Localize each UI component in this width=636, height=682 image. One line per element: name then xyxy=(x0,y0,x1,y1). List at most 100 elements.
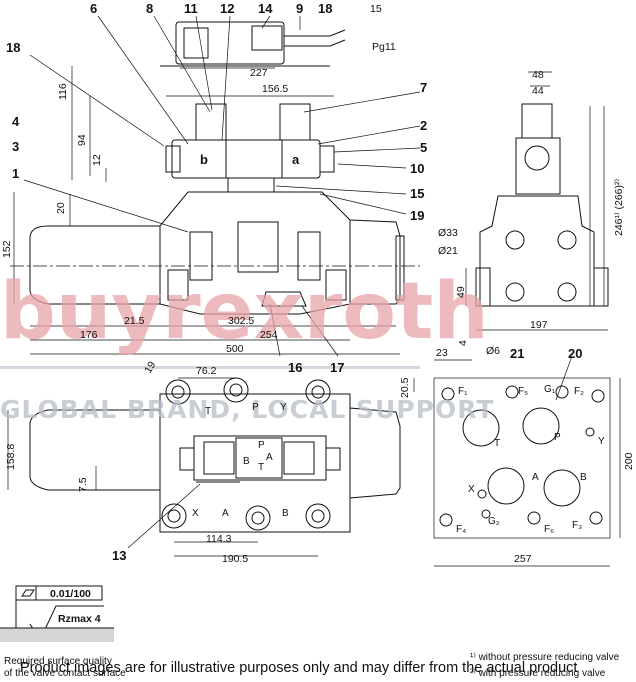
dim-76-2: 76.2 xyxy=(196,365,217,377)
dim-190-5: 190.5 xyxy=(222,553,248,565)
plan-port-t: T xyxy=(205,406,211,417)
plan-view xyxy=(7,377,401,557)
pilot-port-b: B xyxy=(243,456,250,467)
plan-port-y: Y xyxy=(280,402,287,413)
callout-16: 16 xyxy=(288,360,302,375)
dim-15: 15 xyxy=(370,3,382,15)
dim-pg11: Pg11 xyxy=(372,41,396,53)
dim-257: 257 xyxy=(514,553,532,565)
callout-8: 8 xyxy=(146,1,153,16)
watermark-tagline: GLOBAL BRAND, LOCAL SUPPORT xyxy=(0,395,494,424)
sub-port-g2: G₂ xyxy=(488,516,500,527)
watermark-brand: buyrexroth xyxy=(0,267,489,357)
dim-114-3: 114.3 xyxy=(206,533,232,545)
dim-23: 23 xyxy=(436,347,448,359)
side-dimension-lines xyxy=(10,66,420,355)
dim-254: 254 xyxy=(260,329,278,341)
subplate-labels: 23 4 20.5 200 257 F₁ F₅ G₁ F₂ T P X A B … xyxy=(399,340,635,565)
end-dimensions: 48 44 246¹⁾ (266)²⁾ Ø33 Ø21 49 197 Ø6 xyxy=(438,69,625,357)
callout-numbers: 1 2 3 4 5 6 7 8 9 10 11 12 13 14 15 16 1… xyxy=(6,1,582,563)
dim-156-5: 156.5 xyxy=(262,83,288,95)
surface-caption-1: Required surface quality xyxy=(4,656,112,667)
plan-dimensions: 19 76.2 158.8 7.5 114.3 190.5 P Y X A B … xyxy=(5,152,300,565)
callout-18-left: 18 xyxy=(6,40,20,55)
dim-152: 152 xyxy=(1,240,13,258)
plan-port-p: P xyxy=(252,402,259,413)
dim-d21: Ø21 xyxy=(438,245,458,257)
sub-port-y: Y xyxy=(598,436,605,447)
sub-port-a: A xyxy=(532,472,539,483)
surface-quality: 0.01/100 Rzmax 4 Required surface qualit… xyxy=(4,588,126,679)
callout-15: 15 xyxy=(410,186,424,201)
dim-7-5: 7.5 xyxy=(77,477,89,492)
callout-2: 2 xyxy=(420,118,427,133)
callout-5: 5 xyxy=(420,140,427,155)
dim-20: 20 xyxy=(55,202,67,214)
callout-3: 3 xyxy=(12,139,19,154)
pilot-port-a: A xyxy=(266,452,273,463)
callout-20: 20 xyxy=(568,346,582,361)
sub-port-g1: G₁ xyxy=(544,384,556,395)
dim-48: 48 xyxy=(532,69,544,81)
callout-17: 17 xyxy=(330,360,344,375)
side-dimensions: 15 Pg11 227 156.5 116 94 12 20 152 21.5 … xyxy=(1,3,396,355)
footnote-1: ¹⁾ without pressure reducing valve xyxy=(470,652,620,663)
callout-4: 4 xyxy=(12,114,20,129)
dim-49: 49 xyxy=(455,286,467,298)
dim-4: 4 xyxy=(457,340,469,346)
dim-197: 197 xyxy=(530,319,548,331)
pilot-port-t: T xyxy=(258,462,264,473)
dim-20-5: 20.5 xyxy=(399,377,411,398)
callout-11: 11 xyxy=(184,1,198,16)
footnote-2: ²⁾ with pressure reducing valve xyxy=(470,668,606,679)
plan-port-b: B xyxy=(282,508,289,519)
subplate-view xyxy=(413,359,621,567)
callout-13: 13 xyxy=(112,548,126,563)
solenoid-a: a xyxy=(292,152,300,167)
dim-302-5: 302.5 xyxy=(228,315,254,327)
sub-port-f6: F₆ xyxy=(544,524,554,535)
callout-7: 7 xyxy=(420,80,427,95)
dim-246-266: 246¹⁾ (266)²⁾ xyxy=(613,178,625,236)
callout-9: 9 xyxy=(296,1,303,16)
callout-6: 6 xyxy=(90,1,97,16)
solenoid-b: b xyxy=(200,152,208,167)
dim-158-8: 158.8 xyxy=(5,444,17,470)
callout-21: 21 xyxy=(510,346,524,361)
sub-port-f1: F₁ xyxy=(458,386,468,397)
sub-port-t: T xyxy=(494,438,500,449)
dim-44: 44 xyxy=(532,85,544,97)
sub-port-f5: F₅ xyxy=(518,386,528,397)
dim-227: 227 xyxy=(250,67,268,79)
surface-symbol xyxy=(0,585,114,642)
callout-19: 19 xyxy=(410,208,424,223)
sub-port-b: B xyxy=(580,472,587,483)
dim-200: 200 xyxy=(623,452,635,470)
roughness-value: Rzmax 4 xyxy=(58,613,101,625)
dim-d6: Ø6 xyxy=(486,345,500,357)
leader-lines xyxy=(23,15,573,549)
dim-21-5: 21.5 xyxy=(124,315,145,327)
pilot-port-p: P xyxy=(258,440,265,451)
callout-12: 12 xyxy=(220,1,234,16)
plan-port-x: X xyxy=(192,508,199,519)
callout-10: 10 xyxy=(410,161,424,176)
dim-116: 116 xyxy=(57,83,69,100)
connector-top xyxy=(160,21,346,67)
sub-port-p: P xyxy=(554,432,561,443)
sub-port-f3: F₃ xyxy=(572,520,582,531)
flatness-value: 0.01/100 xyxy=(50,588,91,600)
main-valve-body xyxy=(29,191,405,315)
callout-1: 1 xyxy=(12,166,19,181)
product-disclaimer: Product images are for illustrative purp… xyxy=(20,660,578,676)
dim-94: 94 xyxy=(76,134,88,146)
dim-d33: Ø33 xyxy=(438,227,458,239)
end-view xyxy=(465,71,609,331)
sub-port-f4: F₄ xyxy=(456,524,466,535)
callout-14: 14 xyxy=(258,1,273,16)
pilot-valve xyxy=(165,103,335,193)
dim-176: 176 xyxy=(80,329,98,341)
dim-500: 500 xyxy=(226,343,244,355)
plan-port-a: A xyxy=(222,508,229,519)
sub-port-f2: F₂ xyxy=(574,386,584,397)
